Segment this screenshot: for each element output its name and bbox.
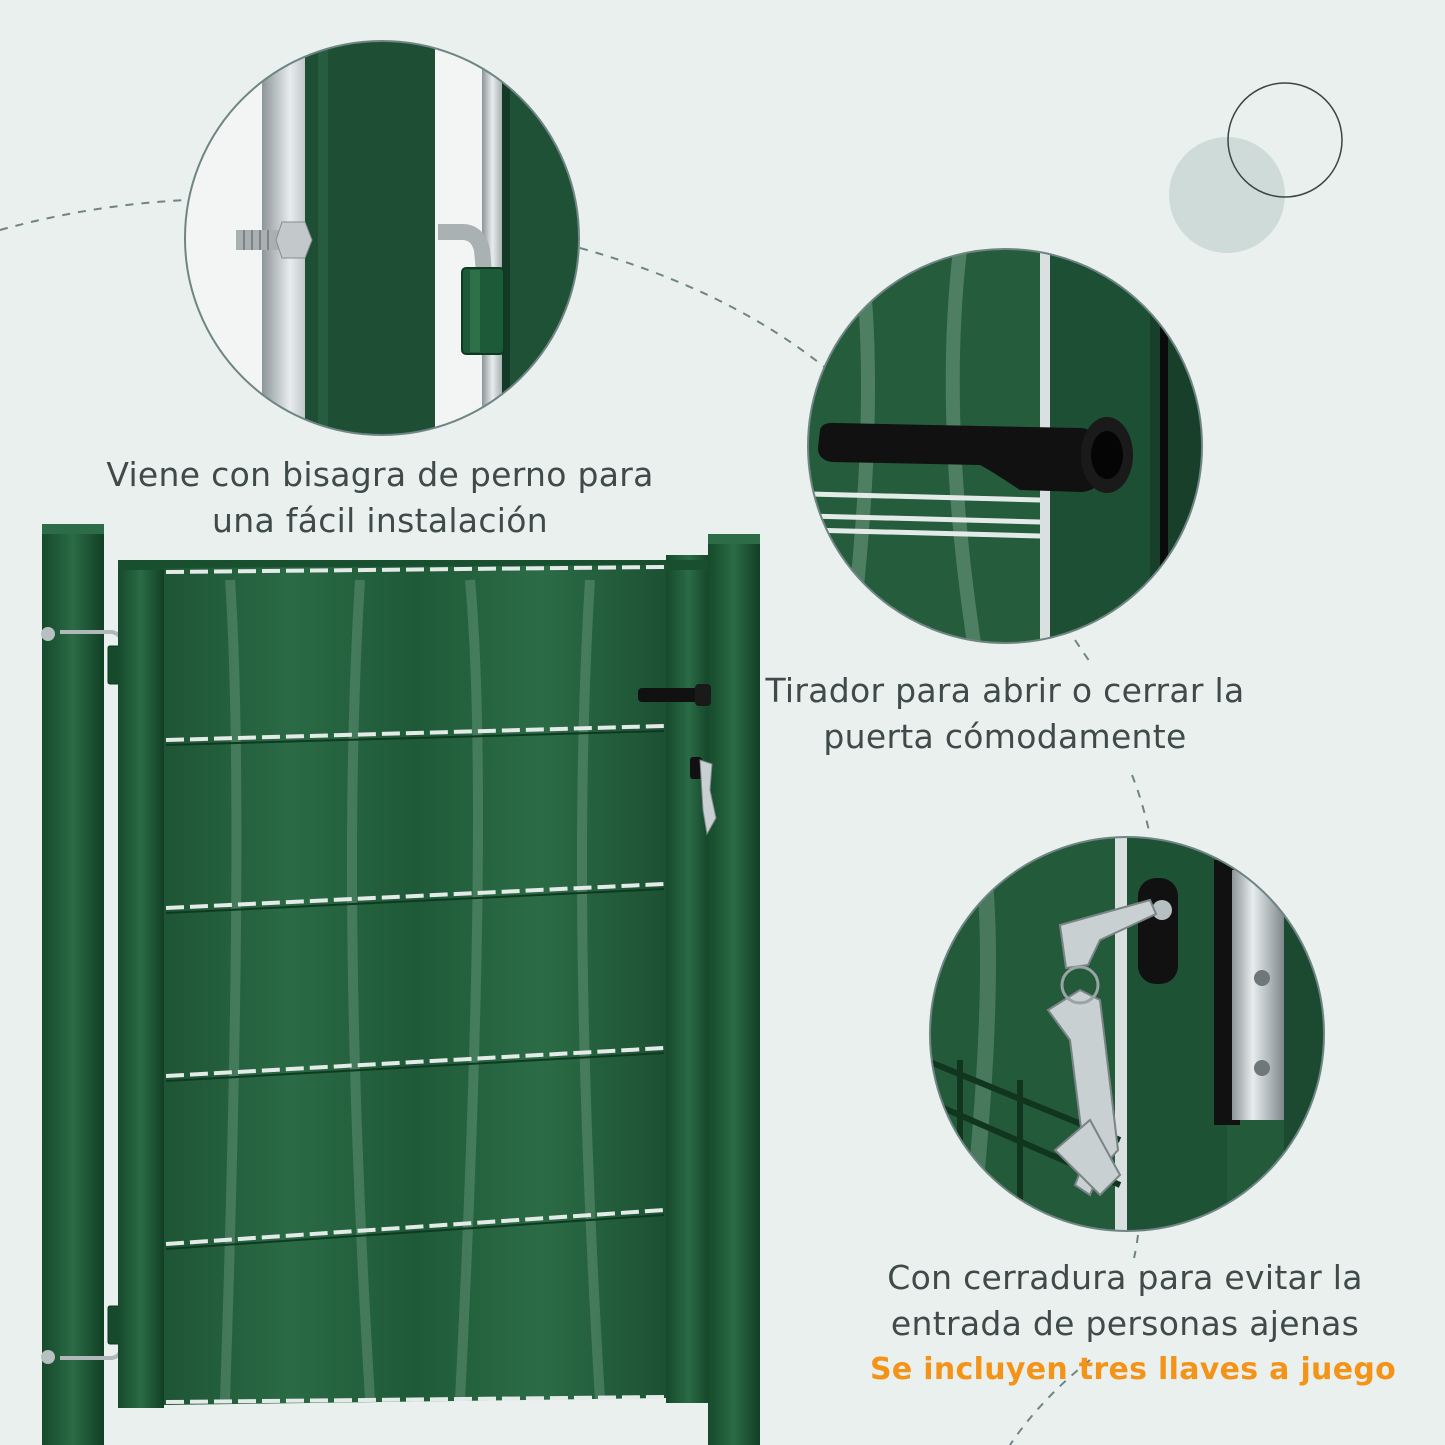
handle-caption: Tirador para abrir o cerrar la puerta có… <box>760 668 1250 760</box>
post-bolt <box>41 627 55 641</box>
gate-handle <box>638 684 711 706</box>
left-post <box>42 528 104 1445</box>
hinge-caption-line2: una fácil instalación <box>212 501 548 540</box>
lock-caption-line1: Con cerradura para evitar la <box>887 1258 1363 1297</box>
hinge-caption: Viene con bisagra de perno para una fáci… <box>100 452 660 544</box>
detail-photo-lock <box>929 836 1325 1232</box>
detail-photo-handle <box>807 248 1203 644</box>
hinge-caption-line1: Viene con bisagra de perno para <box>106 455 654 494</box>
detail-photo-hinge <box>184 40 580 436</box>
gate-slat-rails <box>165 565 665 1404</box>
decor-outline-circle <box>1227 82 1343 198</box>
gate-panel <box>164 565 666 1405</box>
dashed-connector-lines <box>0 199 1151 1445</box>
lock-caption-line2: entrada de personas ajenas <box>890 1304 1360 1343</box>
keys-included-highlight: Se incluyen tres llaves a juego <box>870 1352 1397 1387</box>
right-post <box>708 538 760 1445</box>
gate-frame-left <box>118 563 164 1408</box>
handle-caption-line2: puerta cómodamente <box>823 717 1187 756</box>
lock-caption: Con cerradura para evitar la entrada de … <box>870 1255 1397 1393</box>
gate-frame-right <box>666 555 712 1403</box>
handle-caption-line1: Tirador para abrir o cerrar la <box>765 671 1245 710</box>
decor-filled-circle <box>1169 137 1285 253</box>
post-bolt <box>41 1350 55 1364</box>
gate-illustration <box>41 524 760 1445</box>
gate-lock-keys <box>690 757 717 836</box>
